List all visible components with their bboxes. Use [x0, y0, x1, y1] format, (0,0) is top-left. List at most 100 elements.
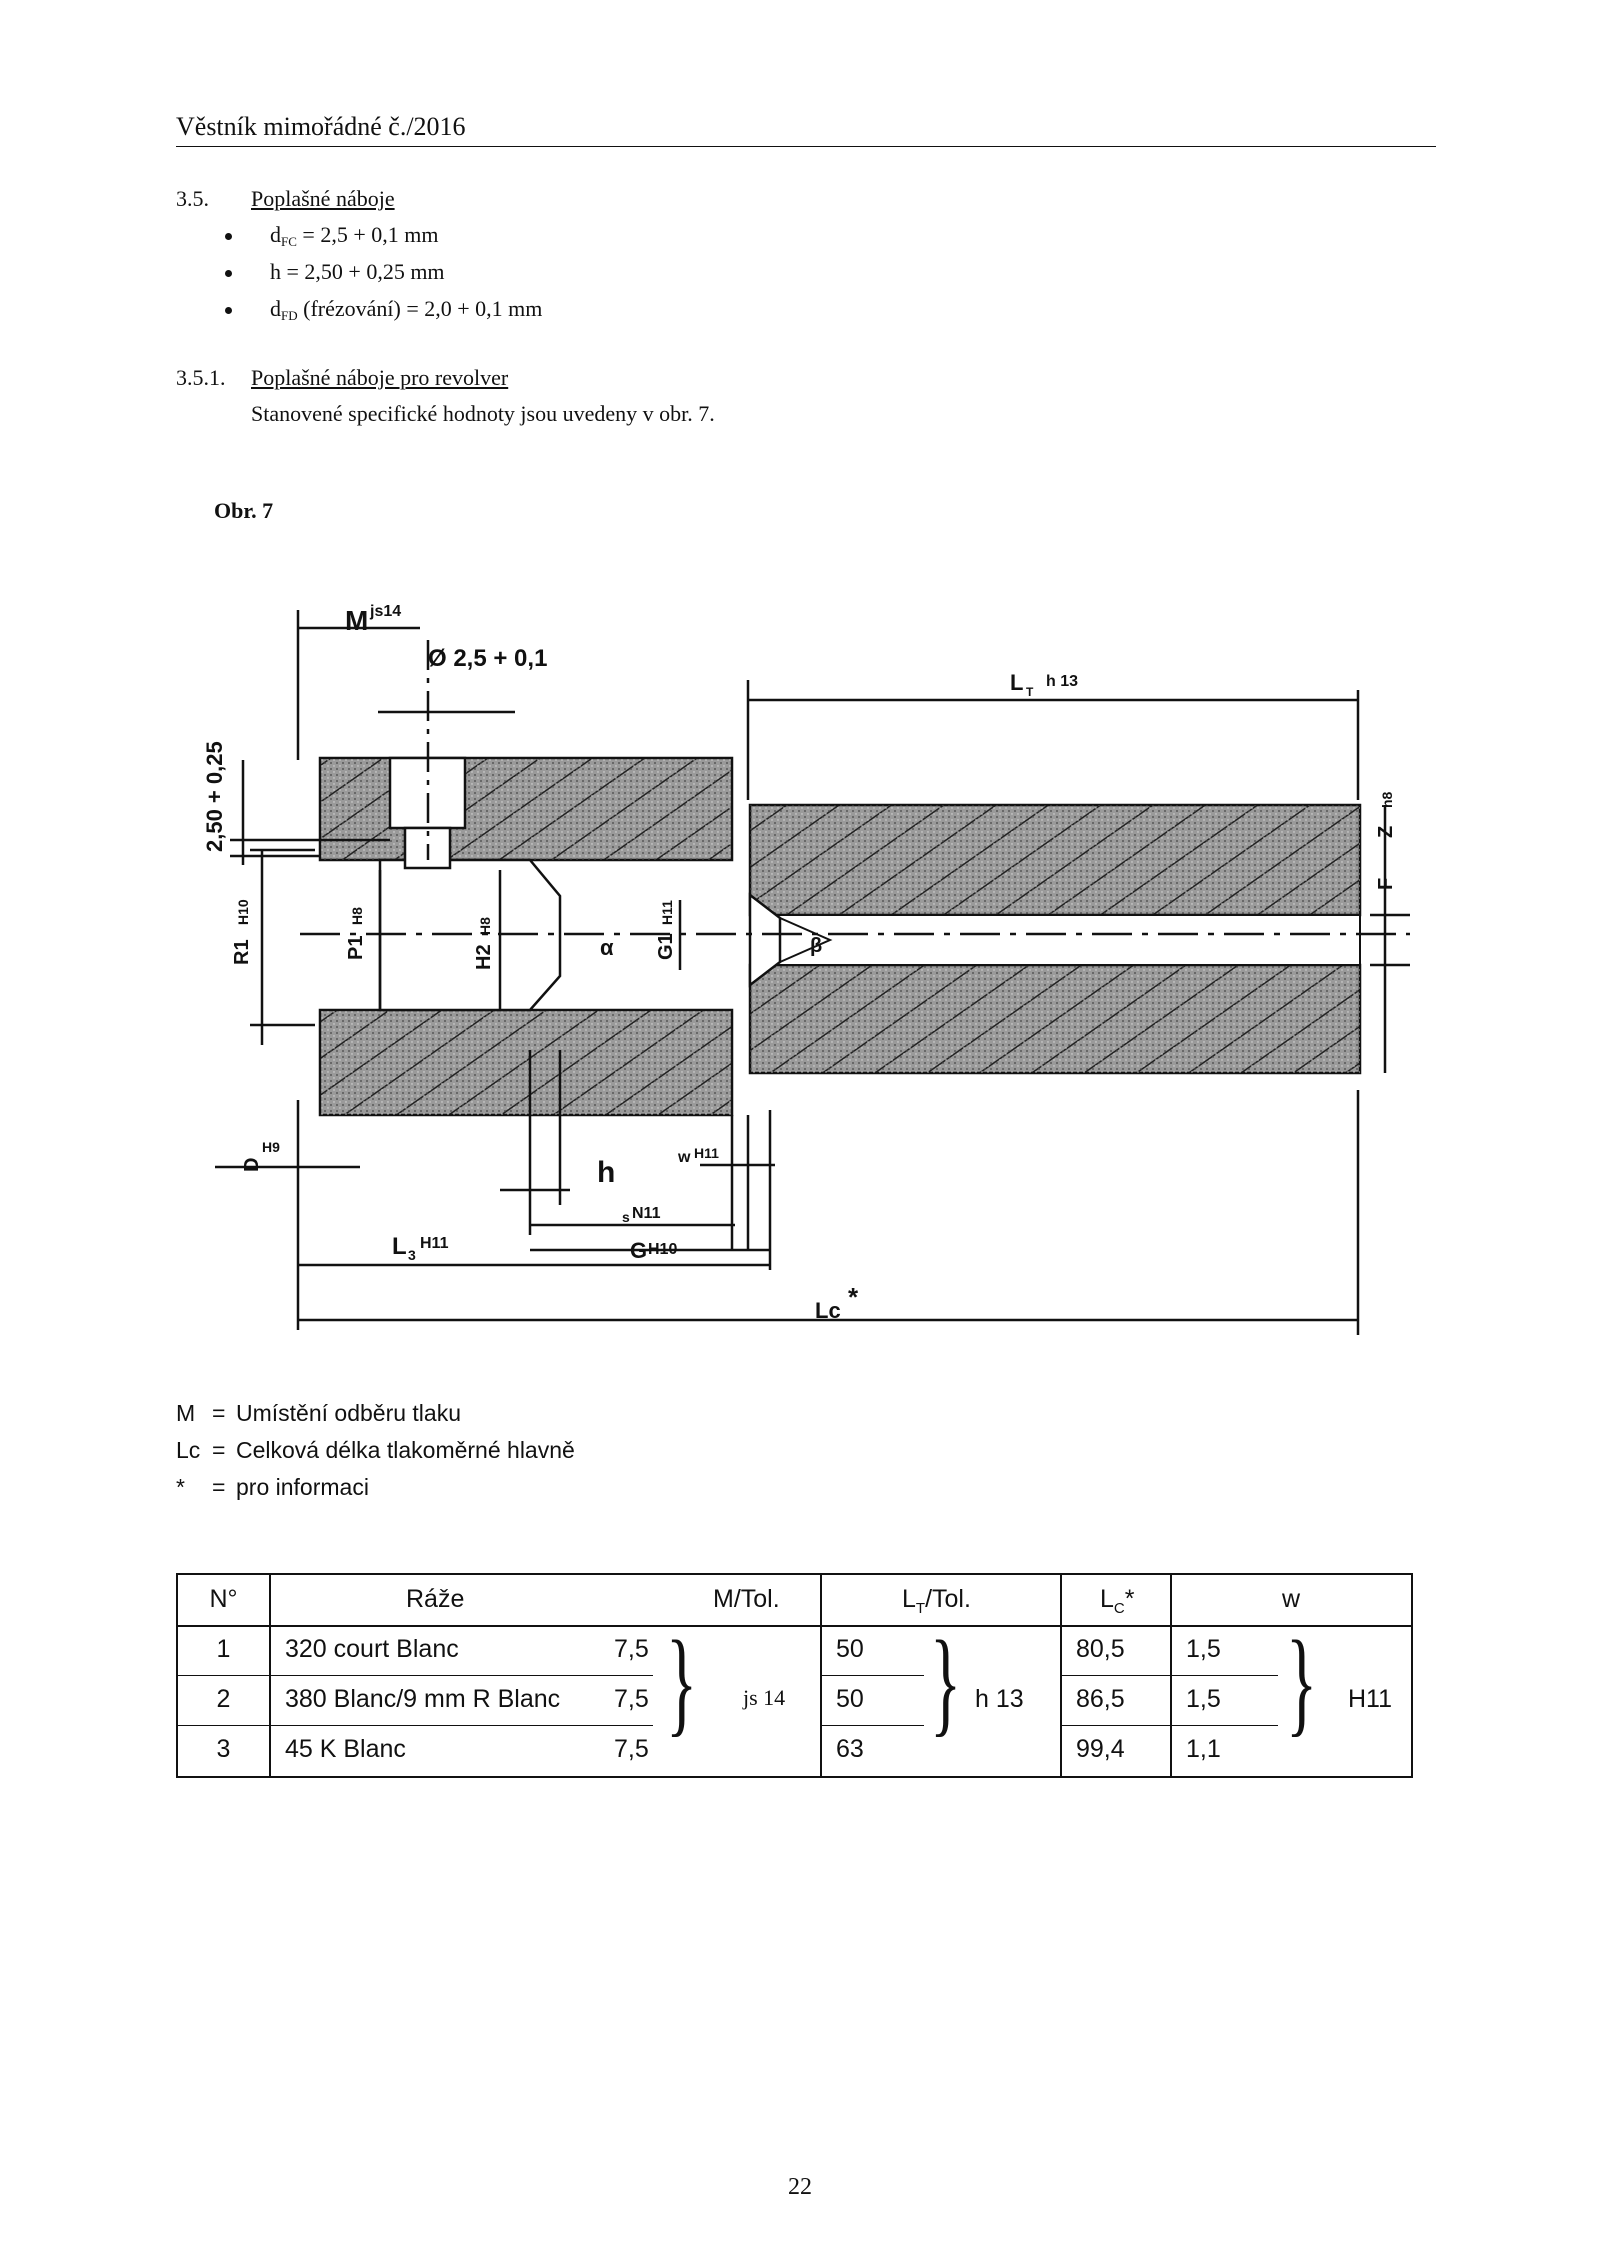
dim-m-tol: js14	[369, 603, 401, 620]
dim-lt-tol: h 13	[1046, 673, 1078, 690]
brace-icon: }	[930, 1616, 962, 1747]
dim-g1-tol: H11	[659, 900, 675, 925]
legend-eq: =	[212, 1437, 226, 1463]
legend-item-lc: Lc = Celková délka tlakoměrné hlavně	[176, 1437, 575, 1464]
barrel-bottom	[748, 963, 1362, 1075]
legend-eq: =	[212, 1474, 226, 1500]
table-row-3-w: 1,1	[1186, 1735, 1221, 1763]
dim-d-tol: H9	[262, 1139, 280, 1155]
legend-eq: =	[212, 1400, 226, 1426]
header-lc-rest: *	[1124, 1585, 1135, 1613]
dim-z-tol: h8	[1379, 791, 1395, 808]
technical-drawing: M js14 Ø 2,5 + 0,1 L T h 13 2,50 + 0,25 …	[202, 603, 1410, 1335]
dim-lc-label: Lc	[815, 1298, 841, 1323]
dim-h-label: h	[597, 1156, 615, 1189]
dim-r1-label: R1	[231, 939, 253, 965]
page-number: 22	[788, 2174, 812, 2200]
bullet-subscript: FC	[281, 234, 297, 249]
dim-d-label: D	[241, 1158, 263, 1172]
dim-h2-tol: H8	[477, 917, 493, 935]
dim-g1-label: G1	[655, 933, 677, 960]
legend-key: Lc	[176, 1437, 201, 1463]
brace-icon: }	[1286, 1616, 1318, 1747]
table-row-1-lt: 50	[836, 1635, 864, 1663]
chamber-block-top	[318, 756, 734, 862]
subsection-title: Poplašné náboje pro revolver	[251, 365, 509, 390]
bullet-icon	[225, 307, 232, 314]
table-w-tol: H11	[1348, 1685, 1393, 1713]
header-lt-sub: T	[915, 1600, 926, 1617]
table-header-lc: LC*	[1100, 1585, 1134, 1617]
dim-lc-mark: *	[848, 1282, 859, 1312]
dim-h2-label: H2	[473, 944, 495, 970]
dim-s-tol: N11	[632, 1205, 661, 1222]
dim-p1-label: P1	[345, 936, 367, 960]
table-row-3-n: 3	[216, 1735, 231, 1763]
legend-key: *	[176, 1474, 185, 1500]
table-row-3-m: 7,5	[614, 1735, 649, 1763]
figure-label: Obr. 7	[214, 498, 274, 523]
spec-table: N° Ráže M/Tol. LT/Tol. LC* w 1 320 court…	[176, 1573, 1413, 1778]
legend-text: Umístění odběru tlaku	[236, 1400, 462, 1426]
header-lc-sub: C	[1113, 1600, 1125, 1617]
dim-r1-tol: H10	[235, 899, 251, 925]
header-divider	[176, 146, 1436, 147]
chamber-block-bottom	[318, 1008, 734, 1117]
header-lt-main: L	[902, 1585, 916, 1613]
dim-l3-label: L	[392, 1233, 407, 1260]
document-header: Věstník mimořádné č./2016	[176, 112, 466, 141]
legend-item-info: * = pro informaci	[176, 1474, 369, 1501]
table-m-tol: js 14	[743, 1685, 786, 1710]
table-header-raze: Ráže	[406, 1585, 465, 1613]
dim-l3-sub: 3	[408, 1247, 416, 1263]
dim-w-tol: H11	[694, 1145, 719, 1161]
dim-z-label: Z	[1375, 826, 1397, 838]
header-lc-main: L	[1100, 1585, 1114, 1613]
table-row-3-lt: 63	[836, 1735, 864, 1763]
dim-lt-sub: T	[1026, 685, 1034, 699]
dim-offset-label: 2,50 + 0,25	[202, 741, 227, 852]
table-header-mtol: M/Tol.	[713, 1585, 780, 1613]
header-lt-rest: /Tol.	[925, 1585, 971, 1613]
legend-text: pro informaci	[236, 1474, 369, 1500]
table-row-1-lc: 80,5	[1076, 1635, 1125, 1663]
bullet-symbol: d	[270, 296, 281, 321]
subsection-body: Stanovené specifické hodnoty jsou uveden…	[251, 401, 715, 426]
dim-bore-label: Ø 2,5 + 0,1	[428, 645, 547, 672]
dim-g-tol: H10	[648, 1241, 677, 1258]
table-row-1-m: 7,5	[614, 1635, 649, 1663]
table-header-w: w	[1282, 1585, 1301, 1613]
legend-item-m: M = Umístění odběru tlaku	[176, 1400, 461, 1427]
dim-alpha-label: α	[600, 935, 614, 960]
bullet-text: = 2,50 + 0,25 mm	[281, 259, 445, 284]
dim-lt-label: L	[1010, 670, 1023, 695]
dim-beta-label: β	[810, 935, 822, 957]
table-header-lt: LT/Tol.	[902, 1585, 971, 1617]
table-row-2-n: 2	[216, 1685, 231, 1713]
table-row-2-w: 1,5	[1186, 1685, 1221, 1713]
bullet-icon	[225, 270, 232, 277]
table-row-2-raze: 380 Blanc/9 mm R Blanc	[285, 1685, 561, 1713]
brace-icon: }	[666, 1616, 698, 1747]
subsection-number: 3.5.1.	[176, 365, 226, 390]
table-header-n: N°	[209, 1585, 238, 1613]
bullet-subscript: FD	[281, 308, 298, 323]
dim-g-label: G	[630, 1238, 647, 1263]
dim-f-label: F	[1375, 878, 1397, 890]
bullet-symbol: d	[270, 222, 281, 247]
barrel-top	[748, 803, 1362, 917]
dim-m-label: M	[345, 605, 368, 636]
table-row-3-lc: 99,4	[1076, 1735, 1125, 1763]
legend-key: M	[176, 1400, 196, 1426]
section-title: Poplašné náboje	[251, 186, 395, 211]
table-row-2-lc: 86,5	[1076, 1685, 1125, 1713]
table-lt-tol: h 13	[975, 1685, 1024, 1713]
section-number: 3.5.	[176, 186, 209, 211]
dim-s-label: s	[622, 1209, 630, 1225]
dim-w-label: w	[677, 1149, 691, 1166]
bullet-text: (frézování) = 2,0 + 0,1 mm	[297, 296, 543, 321]
table-row-1-n: 1	[216, 1635, 231, 1663]
legend-text: Celková délka tlakoměrné hlavně	[236, 1437, 575, 1463]
table-row-3-raze: 45 K Blanc	[285, 1735, 406, 1763]
table-row-2-lt: 50	[836, 1685, 864, 1713]
